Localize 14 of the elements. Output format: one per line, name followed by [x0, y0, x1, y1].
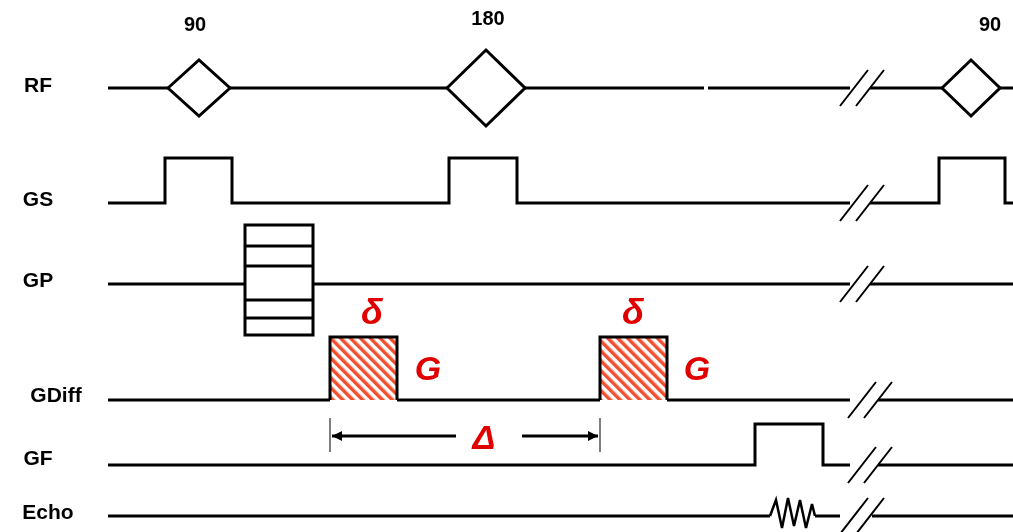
channel-label: Echo — [22, 500, 74, 522]
delta-symbol: δ — [622, 294, 644, 330]
delta-symbol: δ — [361, 294, 383, 330]
gradient-label: G — [414, 351, 442, 385]
flip-angle-label: 180 — [471, 8, 505, 28]
channel-label: GP — [22, 268, 54, 290]
channel-label: GDiff — [30, 383, 82, 405]
channel-label: RF — [24, 73, 52, 95]
delta-symbol: Δ — [472, 420, 496, 454]
channel-label: GS — [22, 187, 54, 209]
flip-angle-label: 90 — [183, 14, 207, 34]
gradient-label: G — [683, 351, 711, 385]
channel-label: GF — [23, 446, 53, 468]
flip-angle-label: 90 — [978, 14, 1002, 34]
